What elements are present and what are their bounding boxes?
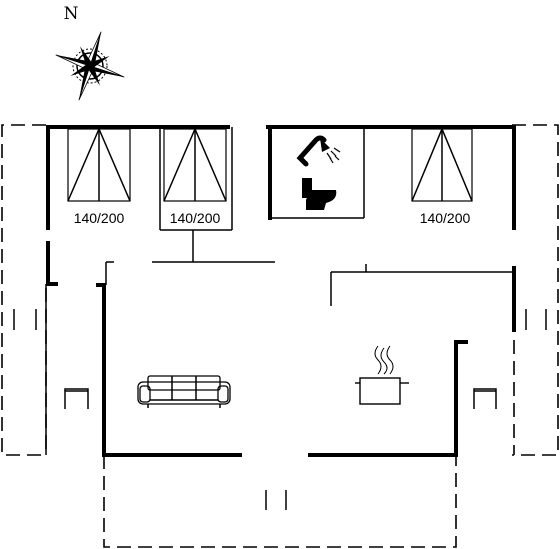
cooking-pot-icon [355, 345, 409, 405]
window-markers [13, 309, 547, 510]
interior-partitions [45, 127, 514, 455]
walls [46, 125, 516, 457]
bed-size-label: 140/200 [170, 210, 221, 226]
toilet-icon [302, 178, 337, 210]
compass-rose-icon [55, 31, 125, 101]
bed-size-label: 140/200 [74, 210, 125, 226]
bed-size-label: 140/200 [420, 210, 471, 226]
bed [411, 127, 473, 202]
terrace-outline [1, 124, 559, 548]
bed [163, 127, 227, 202]
bedroom-2: 140/200 [163, 127, 227, 226]
bed [67, 127, 131, 202]
bedroom-3: 140/200 [411, 127, 473, 226]
sofa-icon [137, 375, 231, 408]
shower-icon [296, 135, 341, 167]
compass-north-label: N [64, 4, 79, 24]
chair-icon [64, 388, 89, 409]
bathroom [296, 135, 341, 210]
bedroom-1: 140/200 [67, 127, 131, 226]
chair-icon [473, 388, 497, 409]
